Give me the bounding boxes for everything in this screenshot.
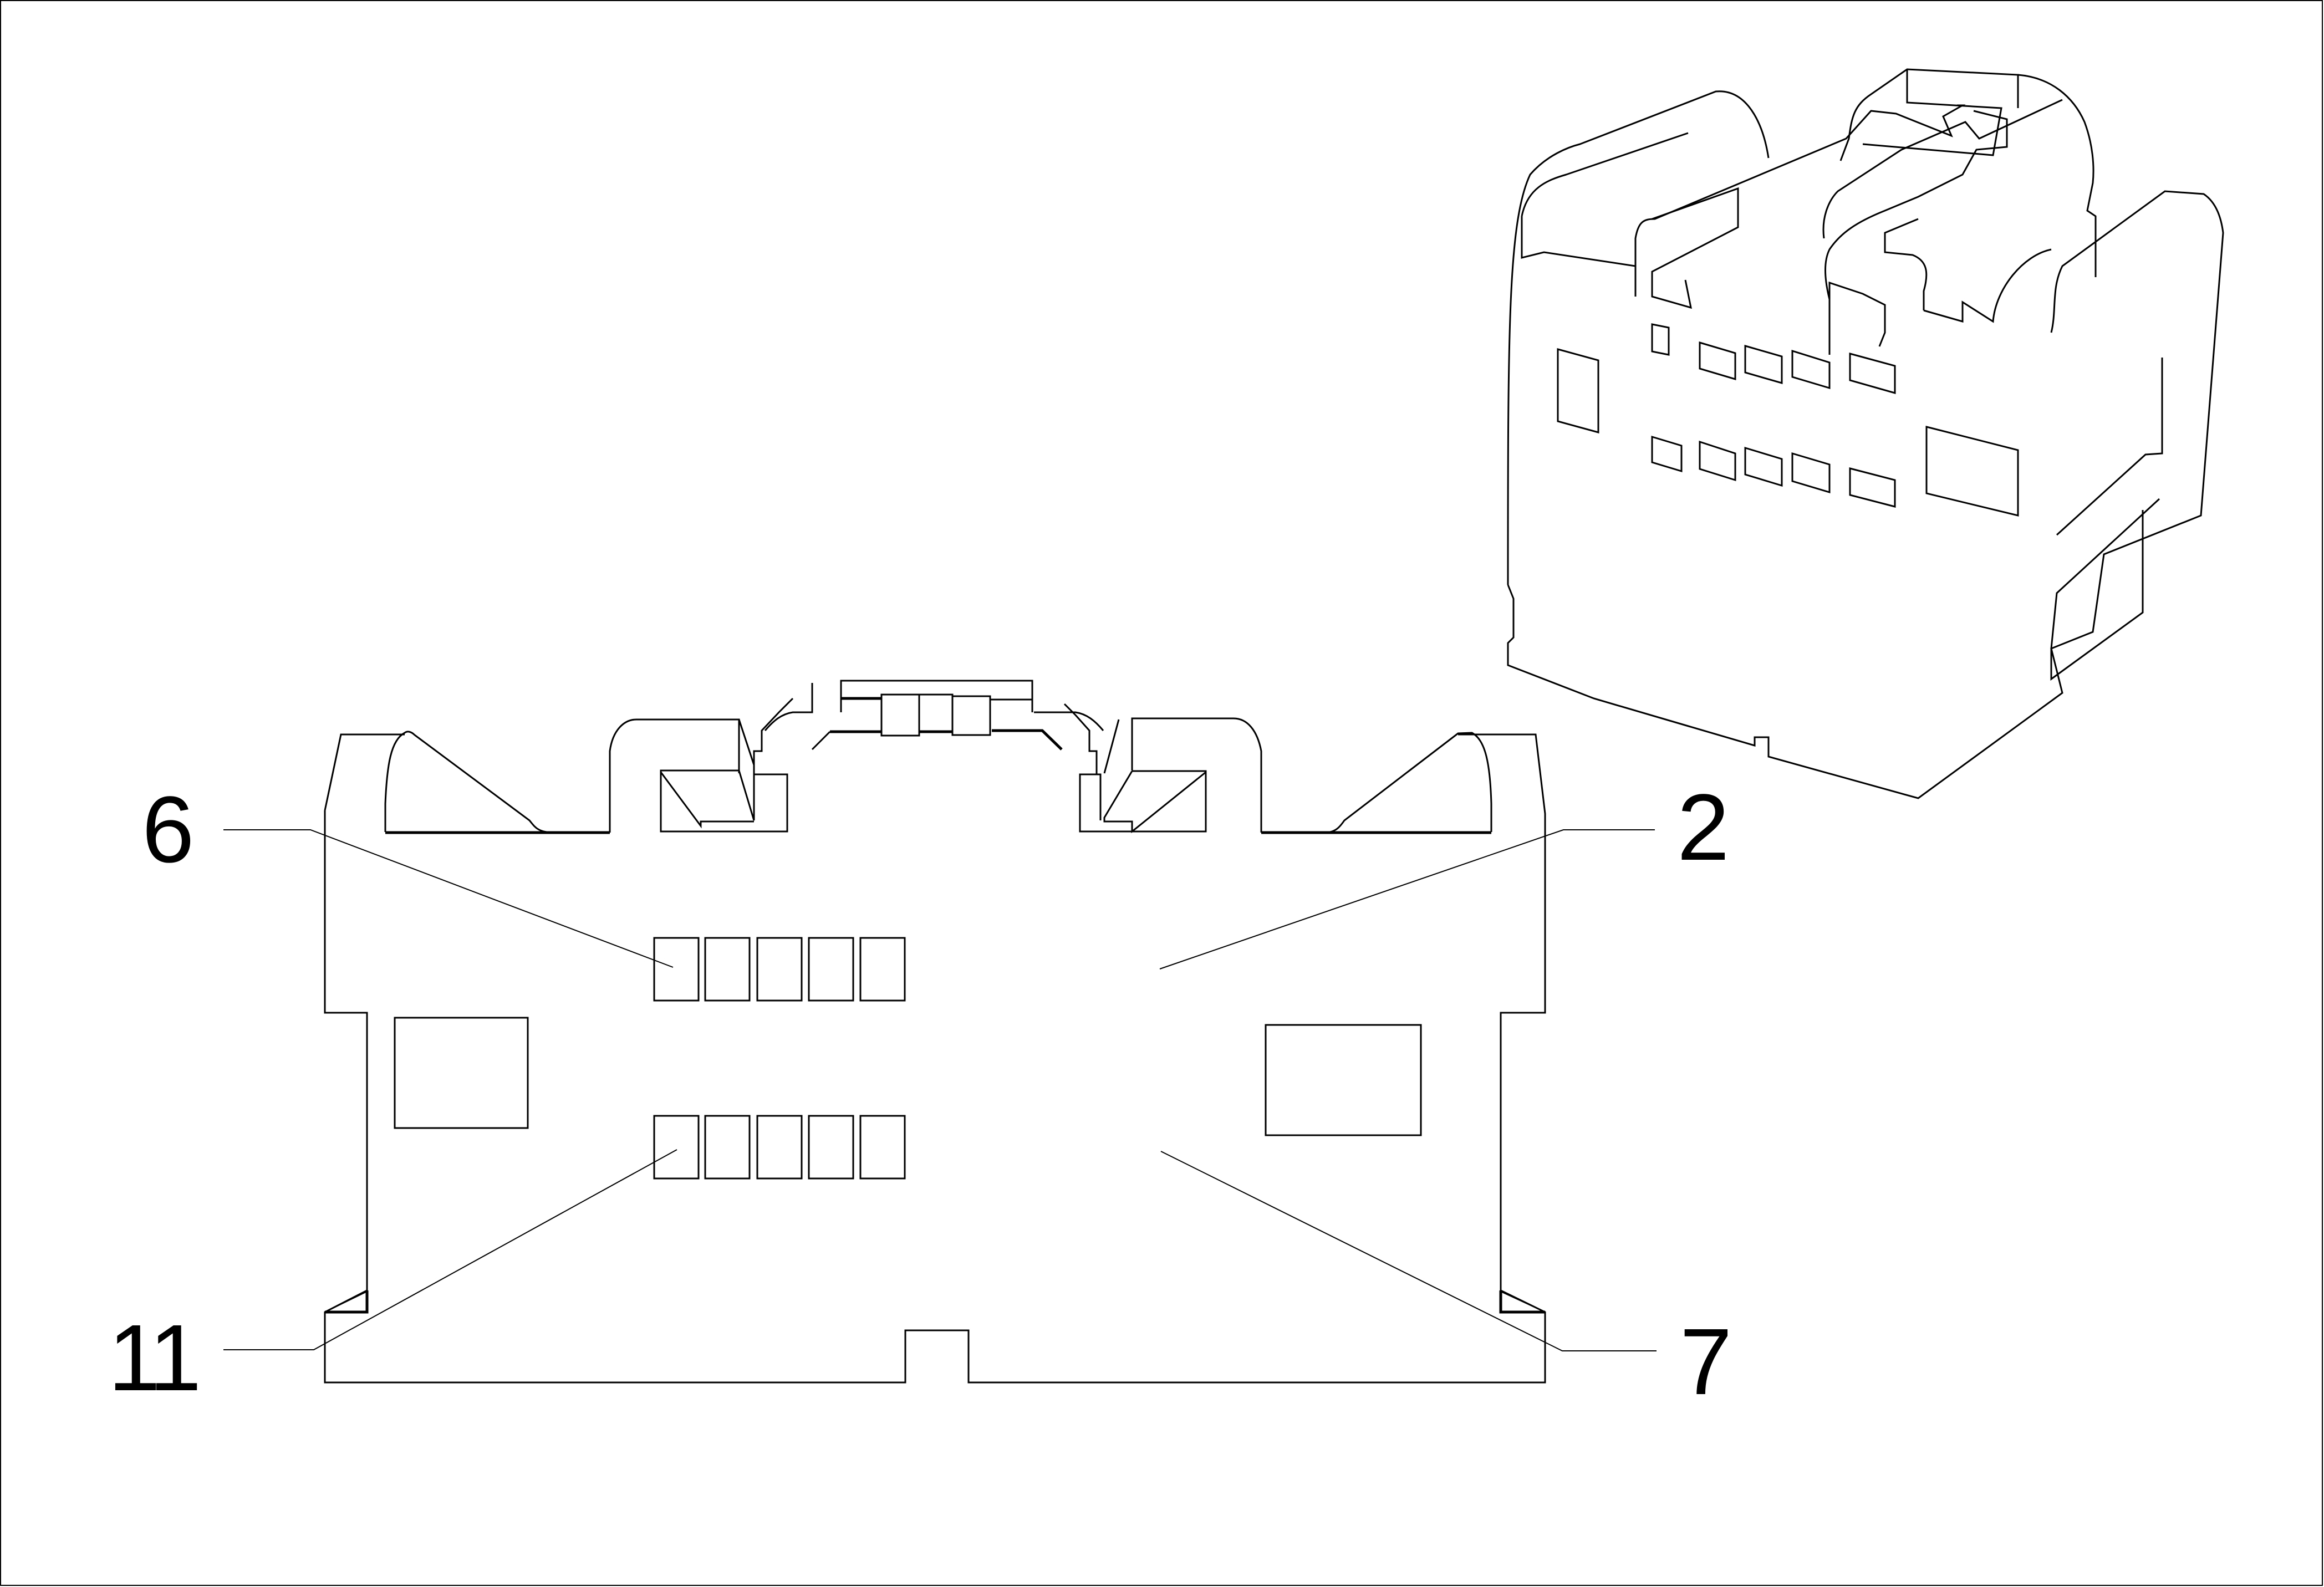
iso-cavity-lower-5 (1849, 467, 1896, 508)
iso-right-large-cavity (1925, 426, 2019, 517)
iso-cavity-lower-4 (1791, 452, 1831, 494)
callout-label-11: 11 (108, 1305, 202, 1411)
iso-upper-cavity-row (1651, 323, 1896, 394)
iso-cavity-upper-2 (1699, 341, 1736, 381)
cavity-upper-3 (756, 937, 803, 1002)
leader-line-2 (1159, 829, 1655, 969)
leader-line-11 (223, 1149, 677, 1350)
cavity-lower-2 (704, 1115, 751, 1180)
cavity-lower-4 (808, 1115, 854, 1180)
cavity-lower-1 (653, 1115, 700, 1180)
upper-cavity-row (653, 937, 906, 1002)
iso-left-large-cavity (1557, 348, 1599, 433)
front-body-outline (324, 680, 1546, 1384)
leader-lines (223, 829, 1657, 1351)
leader-line-6 (223, 829, 674, 968)
iso-side-window (2056, 358, 2163, 536)
callout-label-7: 7 (1680, 1309, 1732, 1415)
iso-cavity-lower-1 (1651, 435, 1683, 473)
cavity-upper-2 (704, 937, 751, 1002)
right-large-cavity (1265, 1024, 1422, 1136)
cavity-lower-5 (859, 1115, 906, 1180)
lower-cavity-row (653, 1115, 906, 1180)
left-large-cavity (394, 1017, 529, 1129)
leader-line-7 (1160, 1151, 1657, 1351)
callout-label-6: 6 (142, 777, 195, 882)
callout-label-2: 2 (1677, 775, 1730, 880)
iso-cavity-upper-4 (1791, 349, 1831, 390)
iso-lower-cavity-row (1651, 435, 1896, 508)
cavity-upper-5 (859, 937, 906, 1002)
iso-cavity-lower-3 (1744, 446, 1783, 487)
iso-cavity-lower-2 (1699, 440, 1736, 482)
iso-cavity-upper-5 (1849, 353, 1896, 394)
iso-cavity-upper-3 (1744, 345, 1783, 384)
cavity-upper-1 (653, 937, 700, 1002)
cavity-upper-4 (808, 937, 854, 1002)
iso-cavity-upper-1 (1651, 323, 1670, 356)
cavity-lower-3 (756, 1115, 803, 1180)
iso-body-outline (1507, 68, 2224, 799)
